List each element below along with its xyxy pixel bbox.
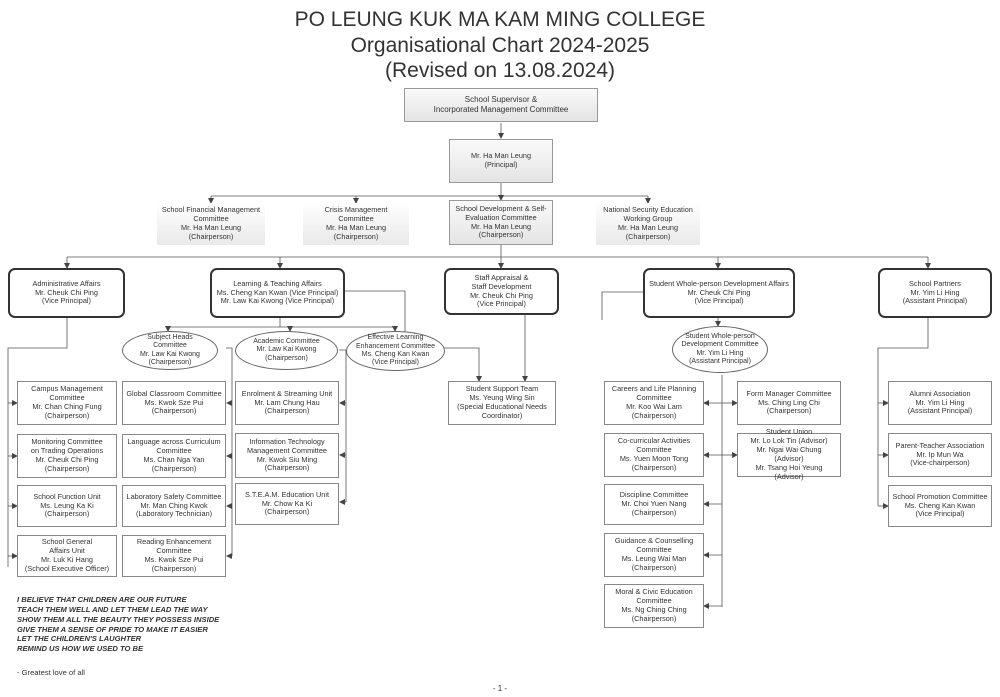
page-subtitle: Organisational Chart 2024-2025 bbox=[350, 34, 650, 57]
principal-box: Mr. Ha Man Leung(Principal) bbox=[449, 139, 553, 183]
page-number: - 1 - bbox=[492, 684, 508, 693]
revision-date: (Revised on 13.08.2024) bbox=[385, 59, 615, 82]
school-supervisor-box: School Supervisor &Incorporated Manageme… bbox=[404, 88, 598, 122]
student-development-affairs-box: Student Whole-person Development Affairs… bbox=[643, 268, 795, 318]
self-evaluation-committee: School Development & Self-Evaluation Com… bbox=[449, 200, 553, 245]
poem-byline: - Greatest love of all bbox=[17, 668, 85, 677]
page-title: PO LEUNG KUK MA KAM MING COLLEGE bbox=[294, 8, 706, 31]
